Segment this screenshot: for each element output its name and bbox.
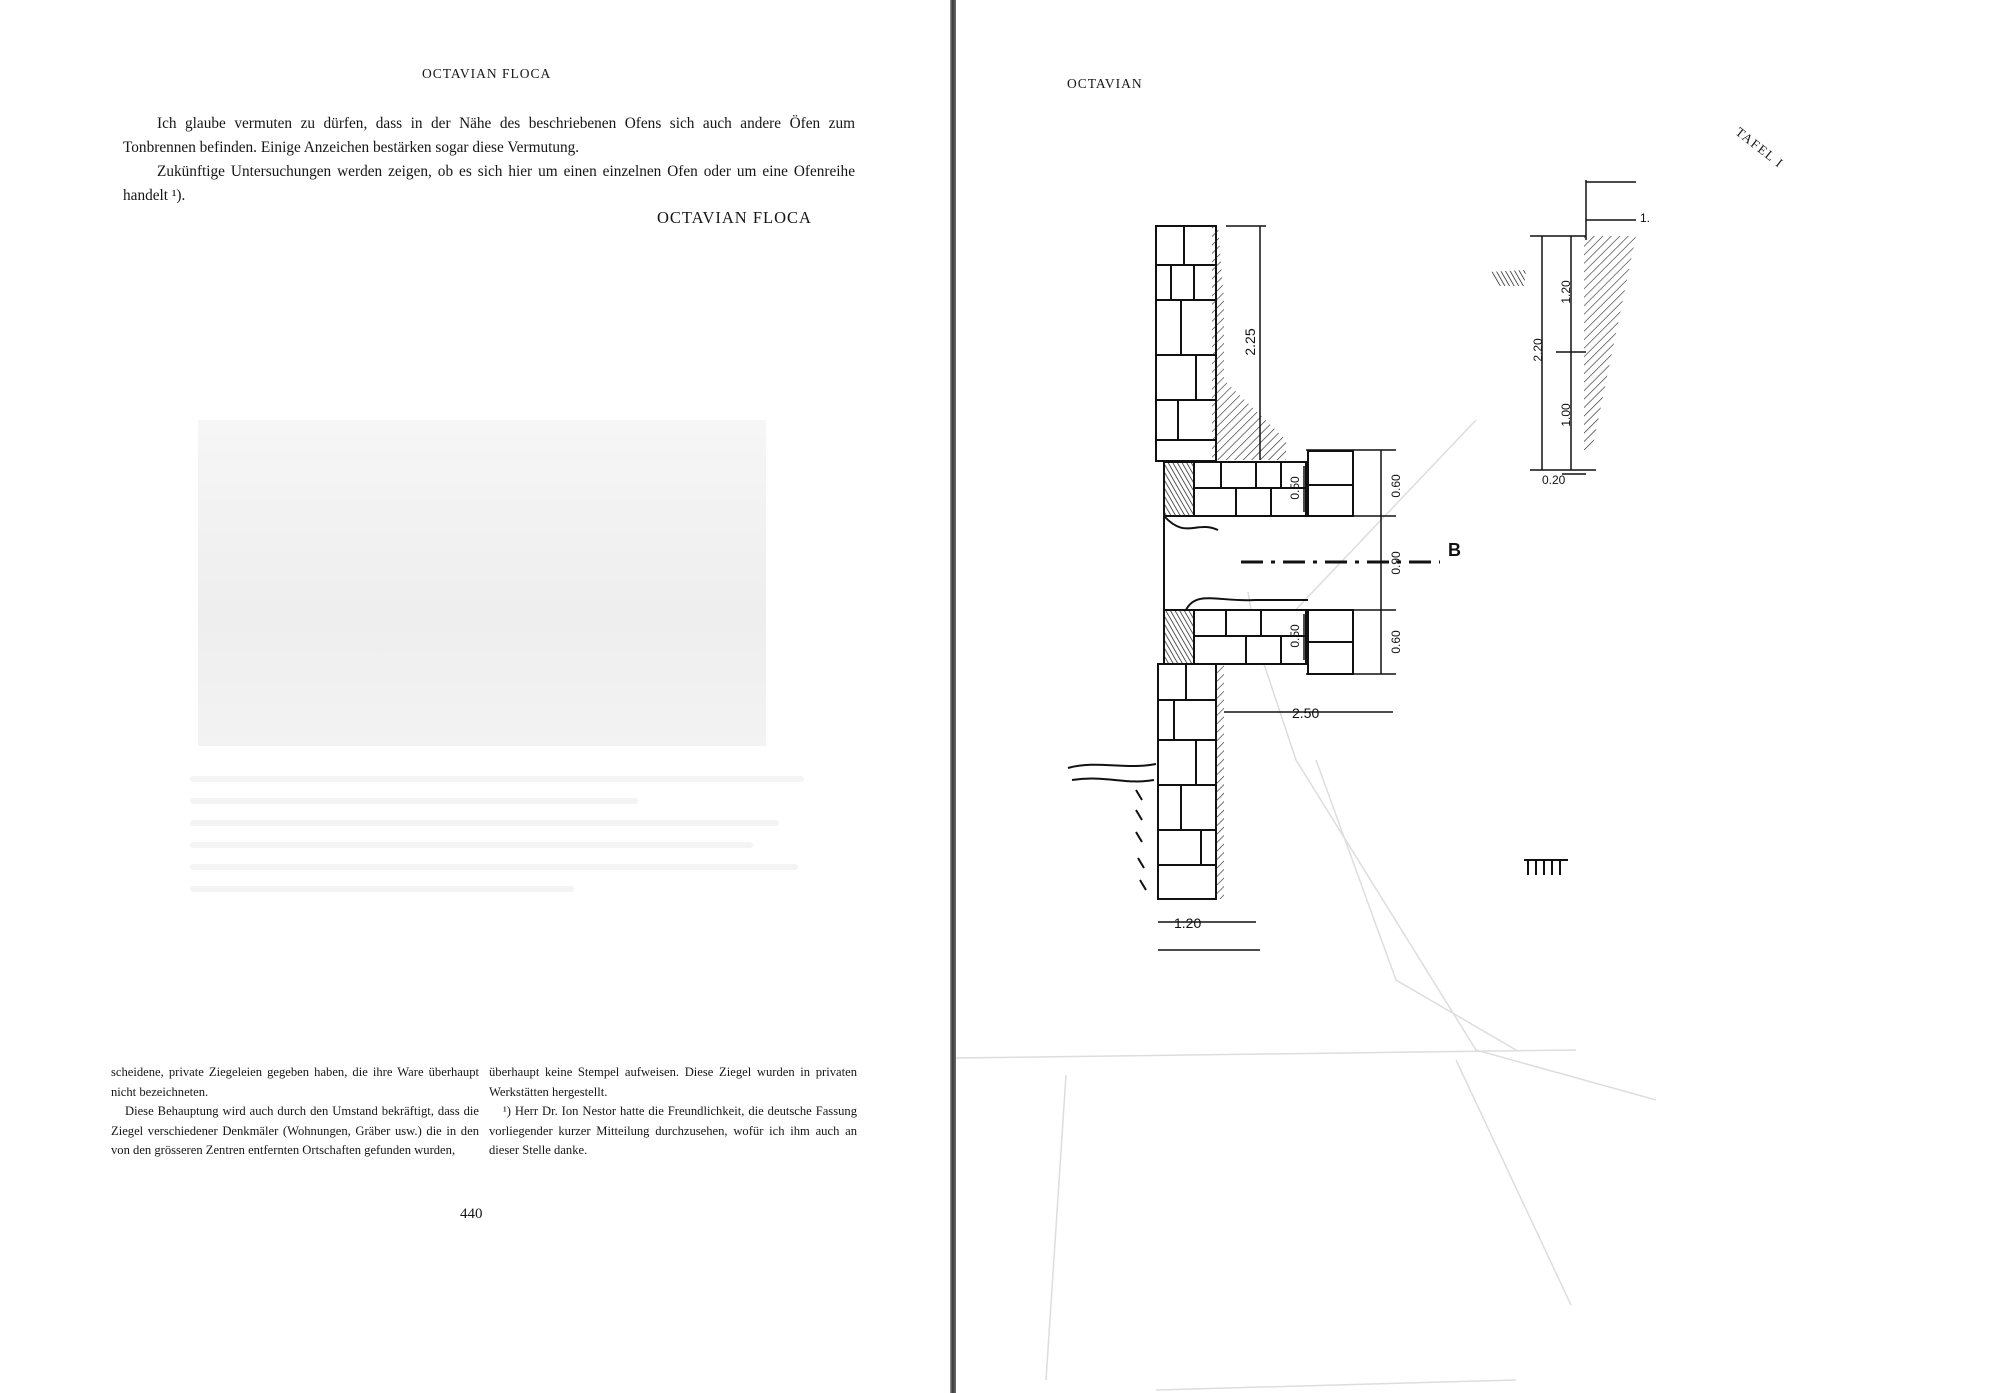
rubble-fill-upper — [1212, 226, 1286, 460]
profile-section — [1530, 180, 1636, 475]
channel-wall-lower — [1163, 609, 1354, 675]
left-page: OCTAVIAN FLOCA Ich glaube vermuten zu dü… — [0, 0, 950, 1393]
right-page: OCTAVIAN TAFEL I — [956, 0, 2000, 1393]
masonry-wall-upper — [1155, 225, 1217, 462]
faded-show-through-figure — [198, 420, 766, 746]
channel-wall-upper — [1163, 450, 1354, 517]
dimension-label: 2.50 — [1292, 705, 1319, 721]
intro-paragraph: Zukünftige Untersuchungen werden zeigen,… — [123, 163, 855, 204]
masonry-wall-lower — [1157, 663, 1217, 900]
dimension-label: 0.90 — [1389, 551, 1403, 575]
text-column-left: scheidene, private Ziegeleien gegeben ha… — [111, 1063, 479, 1161]
dimension-label: 1.00 — [1559, 403, 1573, 427]
column-paragraph: scheidene, private Ziegeleien gegeben ha… — [111, 1065, 479, 1099]
text-column-right: überhaupt keine Stempel aufweisen. Diese… — [489, 1063, 857, 1161]
dimension-label: 1. — [1640, 211, 1650, 225]
intro-paragraph: Ich glaube vermuten zu dürfen, dass in d… — [123, 115, 855, 156]
column-paragraph: überhaupt keine Stempel aufweisen. Diese… — [489, 1065, 857, 1099]
profile-ground-mark — [1488, 270, 1526, 286]
ground-line — [1067, 763, 1157, 783]
kiln-plan-drawing: B 2.25 0.60 0.50 0.90 0.50 0.60 2.50 1.2… — [956, 180, 1657, 1391]
intro-text: Ich glaube vermuten zu dürfen, dass in d… — [123, 112, 855, 208]
rubble-fill-lower — [1216, 664, 1224, 899]
book-spine — [950, 0, 956, 1393]
dimension-label: 2.20 — [1531, 338, 1545, 362]
ground-mark — [1524, 859, 1568, 875]
running-head-left: OCTAVIAN FLOCA — [422, 66, 552, 81]
dimension-label: 0.60 — [1389, 630, 1403, 654]
running-head-right: OCTAVIAN — [1067, 76, 1143, 91]
paper-fold-lines — [956, 419, 1657, 1391]
ground-hatching — [1135, 789, 1147, 891]
page-number: 440 — [460, 1206, 483, 1222]
dimension-label: 2.25 — [1242, 328, 1258, 355]
footnote: ¹) Herr Dr. Ion Nestor hatte die Freundl… — [489, 1104, 857, 1157]
faded-show-through-text — [190, 760, 830, 908]
dimension-label: 0.50 — [1288, 624, 1302, 648]
profile-hatching — [1584, 236, 1636, 450]
dimension-label: 0.60 — [1389, 474, 1403, 498]
section-mark: B — [1448, 540, 1461, 560]
dimension-label: 1.20 — [1559, 280, 1573, 304]
author-signature: OCTAVIAN FLOCA — [657, 208, 812, 227]
dimension-label: 1.20 — [1174, 915, 1201, 931]
dimension-label: 0.20 — [1542, 473, 1566, 487]
column-paragraph: Diese Behauptung wird auch durch den Ums… — [111, 1104, 479, 1157]
dimension-lines — [1158, 225, 1396, 951]
dimension-label: 0.50 — [1288, 476, 1302, 500]
